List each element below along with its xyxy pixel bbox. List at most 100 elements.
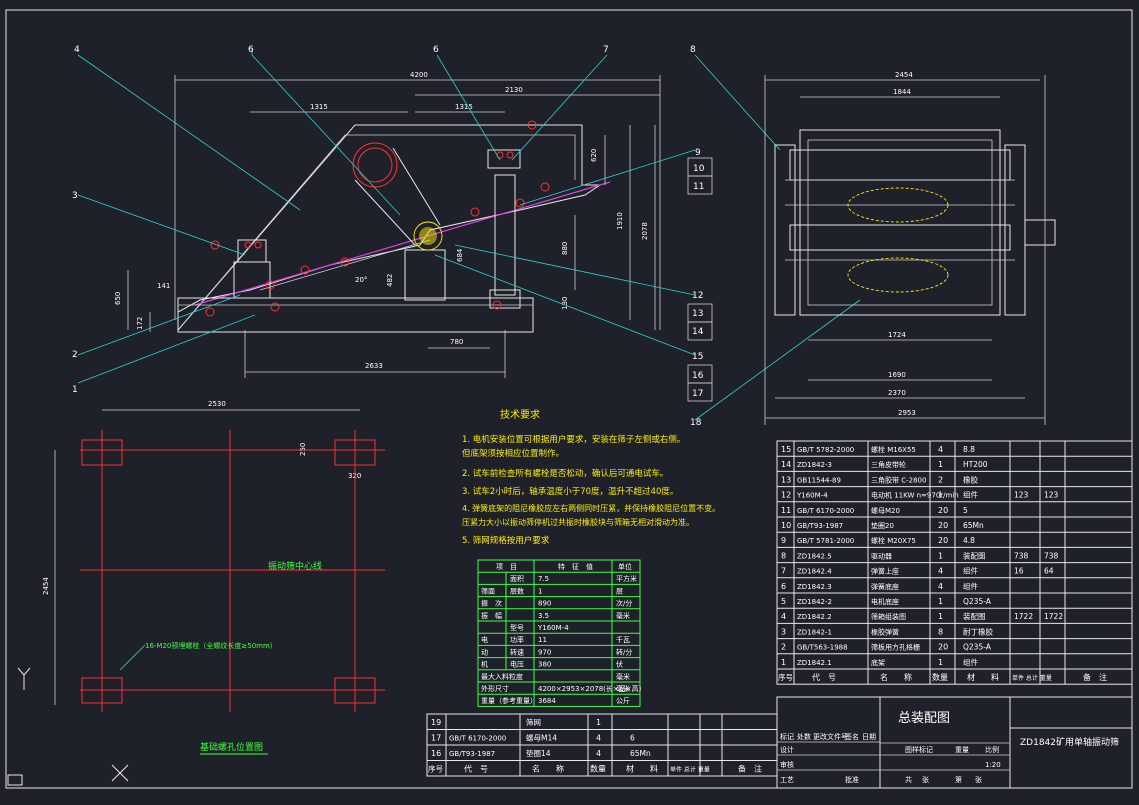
dim-130: 130 — [561, 297, 569, 310]
drawing-frame — [5, 9, 1133, 789]
bom-cell-material: 装配图 — [963, 611, 986, 621]
tech-item-4: 4. 弹簧底架的阻尼橡胶应左右两侧同时压紧，并保持橡胶阻尼位置不变。 — [462, 503, 720, 513]
svg-text:11: 11 — [693, 182, 704, 192]
spec-cell-param: 功率 — [510, 635, 524, 644]
spec-cell-group: 筛面 — [481, 586, 495, 595]
bom-header-weight: 单件 总计 重量 — [1012, 674, 1052, 682]
bom2-cell-no: 19 — [431, 718, 441, 727]
side-view: 2454 1844 1724 1690 2370 2953 — [764, 71, 1056, 425]
bom-cell-qty: 1 — [938, 551, 943, 560]
dim-2454-top: 2454 — [895, 71, 913, 79]
title-label-date: 日期 — [862, 733, 876, 741]
bom2-header-material: 材 料 — [626, 764, 658, 774]
tech-item-5: 5. 筛网规格按用户要求 — [462, 535, 550, 546]
svg-text:12: 12 — [692, 291, 703, 301]
bom-cell-qty: 4 — [938, 582, 943, 591]
spec-cell-group: 振 次 — [481, 599, 502, 608]
dim-1315-right: 1315 — [455, 103, 473, 111]
bom2-cell-no: 16 — [431, 749, 441, 758]
dim-1724: 1724 — [888, 331, 906, 339]
bom-cell-code: Y160M-4 — [796, 492, 828, 500]
bom-cell-material: HT200 — [963, 460, 988, 469]
bom-cell-qty: 4 — [938, 567, 943, 576]
callout-6b: 6 — [433, 45, 439, 55]
tech-item-1b: 但底架须按相应位置制作。 — [462, 448, 564, 459]
motor-pulley — [352, 142, 398, 188]
spec-cell-unit: 千瓦 — [616, 635, 630, 644]
bom-cell-qty: 8 — [938, 627, 943, 636]
bom-cell-total-weight: 64 — [1044, 567, 1054, 576]
dim-684: 684 — [456, 248, 464, 262]
bom2-cell-material: 6 — [630, 734, 635, 743]
spec-cell-unit: 次/分 — [616, 599, 632, 608]
callout-2: 2 — [72, 350, 78, 360]
spec-cell-value: 3684 — [538, 697, 556, 705]
svg-text:16: 16 — [692, 371, 704, 381]
title-label-change-doc: 更改文件号 — [813, 732, 848, 741]
bom-cell-no: 4 — [781, 612, 786, 621]
title-label-sign: 签名 — [845, 732, 859, 741]
bom-cell-name: 筛板用方孔格栅 — [871, 643, 920, 652]
callout-stack-9-11: 9 10 11 — [687, 148, 713, 195]
dim-2953: 2953 — [898, 409, 916, 417]
bom-cell-name: 三角胶带 C-2800 — [871, 475, 926, 484]
svg-text:13: 13 — [692, 309, 703, 319]
bom-header-no: 序号 — [778, 672, 793, 682]
bom-header-code: 代 号 — [812, 672, 836, 682]
scale-value: 1:20 — [985, 761, 1001, 769]
bom-cell-material: 橡胶 — [963, 474, 978, 484]
bom-cell-no: 7 — [781, 567, 786, 576]
spec-cell-value: 380 — [538, 661, 551, 669]
title-block: 总装配图 ZD1842矿用单轴振动筛 图样标记 重量 比例 1:20 共 张 第… — [776, 696, 1133, 789]
bom-cell-qty: 4 — [938, 445, 943, 454]
dim-2130: 2130 — [505, 86, 523, 94]
title-label-no: 第 — [955, 775, 962, 784]
title-label-scale: 比例 — [985, 745, 999, 754]
product-name: ZD1842矿用单轴振动筛 — [1020, 736, 1119, 748]
bom-cell-name: 底架 — [871, 658, 885, 667]
bom-header-name: 名 称 — [880, 672, 912, 682]
bom-cell-qty: 1 — [938, 460, 943, 469]
bom2-cell-name: 垫圈14 — [526, 748, 551, 758]
dim-172: 172 — [136, 317, 144, 330]
bom-cell-qty: 20 — [938, 643, 948, 652]
title-label-drawing-mark: 图样标记 — [905, 745, 933, 754]
bom-cell-code: GB11544-89 — [797, 476, 841, 484]
svg-text:15: 15 — [692, 352, 703, 362]
svg-text:17: 17 — [692, 389, 703, 399]
bom-cell-material: 装配图 — [963, 550, 986, 560]
title-label-approve: 批准 — [845, 775, 859, 784]
dim-1844: 1844 — [893, 88, 911, 96]
bom-cell-qty: 1 — [938, 658, 943, 667]
bom2-cell-name: 螺母M14 — [526, 733, 557, 743]
spec-cell-unit: 毫米 — [616, 672, 630, 681]
bom-cell-no: 14 — [781, 460, 791, 469]
dim-780: 780 — [450, 338, 463, 346]
spec-cell-group: 动 — [481, 647, 488, 656]
bom-cell-no: 11 — [781, 506, 791, 515]
bom-cell-name: 弹簧底座 — [871, 582, 899, 591]
spec-header-unit: 单位 — [618, 562, 632, 571]
bom-cell-material: 组件 — [963, 581, 978, 591]
spec-header-item: 项 目 — [496, 563, 517, 571]
spec-cell-value: 4200×2953×2078(长×宽×高) — [538, 684, 642, 693]
bom-cell-code: ZD1842-3 — [797, 461, 832, 469]
base-frame — [177, 297, 534, 333]
bom-cell-code: GB/T563-1988 — [797, 644, 848, 652]
spec-cell-param: 面积 — [510, 574, 524, 583]
bom2-header-code: 代 号 — [464, 764, 488, 774]
spec-cell-value: 1 — [538, 587, 542, 595]
callout-3: 3 — [72, 191, 78, 201]
bom-cell-name: 电机底座 — [871, 597, 899, 606]
bom-cell-no: 3 — [781, 627, 786, 636]
bom-cell-qty: 20 — [938, 506, 948, 515]
spec-cell-group: 振 幅 — [481, 611, 502, 620]
bom-cell-no: 10 — [781, 521, 791, 530]
bom-cell-code: ZD1842.4 — [797, 568, 832, 576]
title-label-weight: 重量 — [955, 746, 969, 754]
bom-cell-name: 电动机 11KW n=970r/min — [871, 491, 959, 500]
bom2-header-no: 序号 — [428, 764, 443, 774]
bom-cell-material: 组件 — [963, 490, 978, 500]
